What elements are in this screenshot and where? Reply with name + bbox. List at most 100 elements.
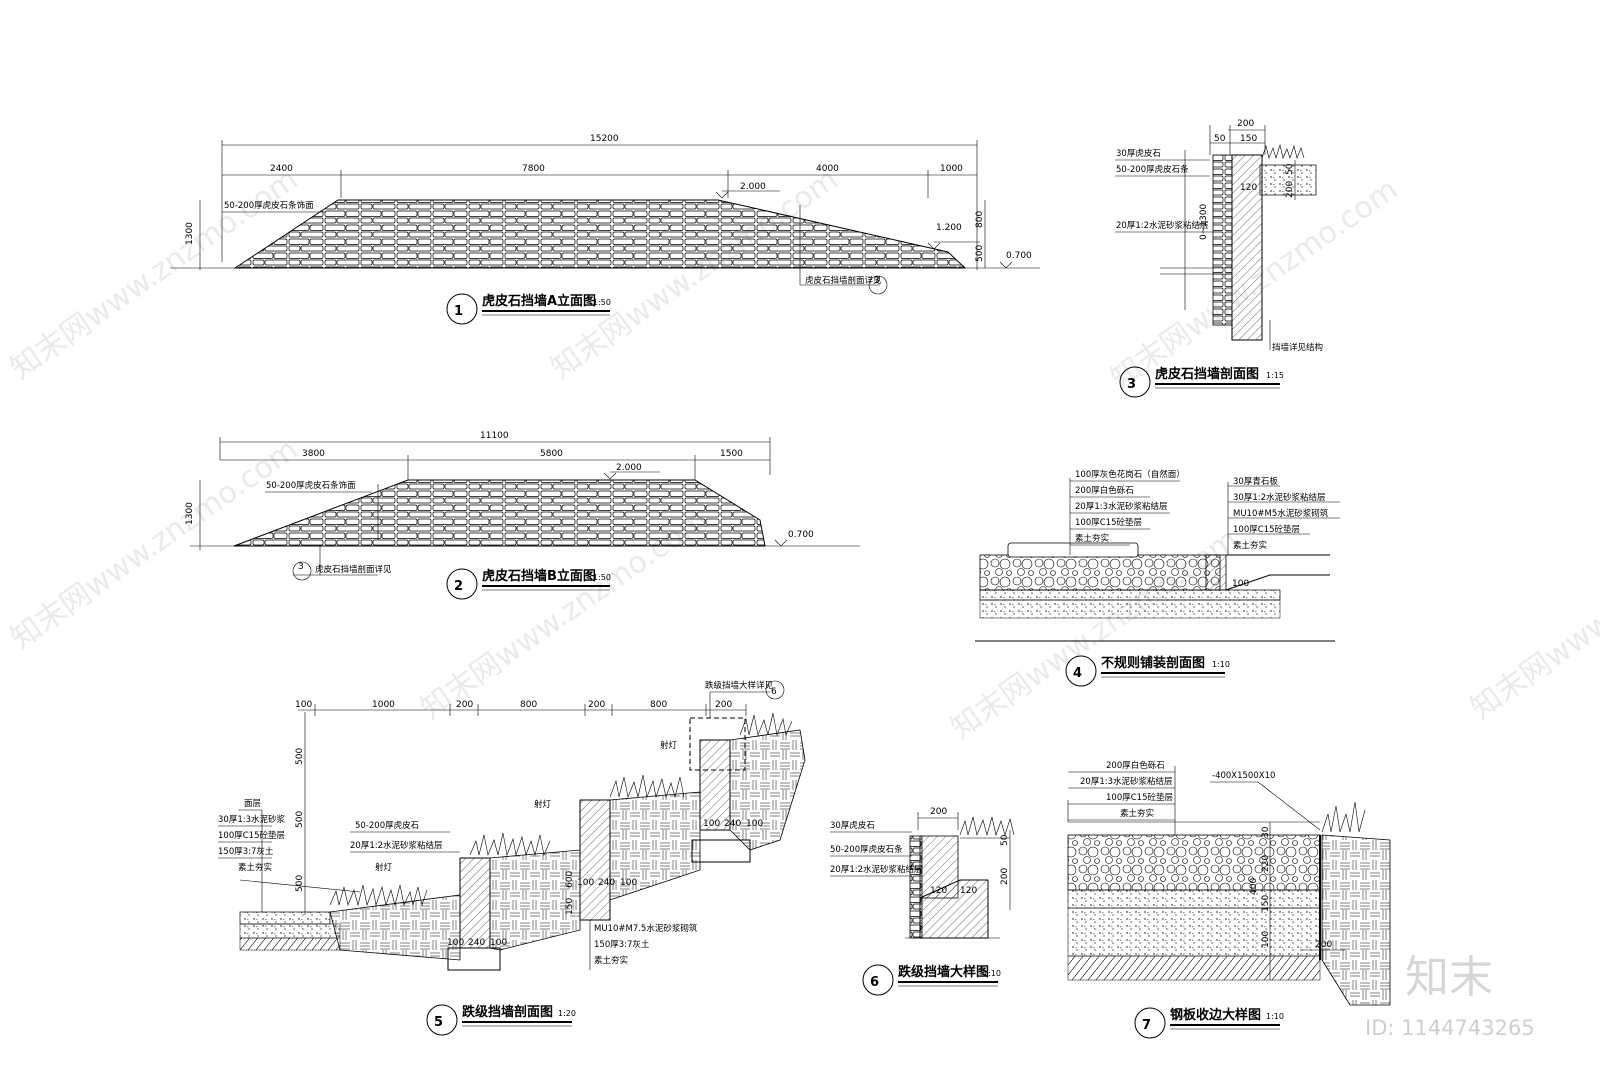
dim-top: 800 <box>520 700 537 710</box>
note: 30厚虎皮石 <box>1116 148 1161 159</box>
note: 素土夯实 <box>594 955 628 966</box>
drawing-scale: 1:20 <box>558 1009 576 1018</box>
dim: 120 <box>960 886 977 896</box>
base-dim: 100 <box>490 938 507 948</box>
note: 素土夯实 <box>1075 533 1109 544</box>
note: 150厚3:7灰土 <box>218 846 274 857</box>
drawing-number: 3 <box>1127 377 1136 392</box>
mid-dim: 150 <box>565 898 575 915</box>
note: 100厚C15砼垫层 <box>1075 517 1142 528</box>
right-dim: 800 <box>975 211 985 228</box>
drawing-number-circle <box>862 964 894 996</box>
note: MU10#M7.5水泥砂浆砌筑 <box>594 923 698 934</box>
dim-top: 50 <box>1214 134 1226 144</box>
drawing-number: 5 <box>434 1015 443 1030</box>
note: 面层 <box>244 799 261 809</box>
base-dim: 240 <box>598 878 615 888</box>
watermark-text: 知末网www.znzmo.com <box>545 162 845 387</box>
dim-top: 200 <box>588 700 605 710</box>
note: 挡墙详见结构 <box>1272 342 1323 353</box>
ref-num: 6 <box>771 687 777 697</box>
note: 20厚1:3水泥砂浆粘结层 <box>1075 501 1168 512</box>
ref-note: 跌级挡墙大样详见 <box>705 680 774 691</box>
level-mark: 2.000 <box>616 463 642 473</box>
ref-note: 虎皮石挡墙剖面详见 <box>805 275 882 286</box>
dim-top: 100 <box>295 700 312 710</box>
note: 50-200厚虎皮石条 <box>830 844 903 855</box>
dim-top: 1000 <box>372 700 395 710</box>
dim-seg: 1500 <box>720 449 743 459</box>
level-mark: 2.000 <box>740 182 766 192</box>
dim-seg: 7800 <box>522 164 545 174</box>
drawing-title: 虎皮石挡墙A立面图 <box>482 293 596 309</box>
drawing-title: 虎皮石挡墙剖面图 <box>1155 366 1259 382</box>
dim: 100 <box>1232 579 1249 589</box>
drawing-title: 不规则铺装剖面图 <box>1101 655 1205 671</box>
dim: 220 <box>1261 855 1271 872</box>
dim-seg: 4000 <box>816 164 839 174</box>
note: 50-200厚虎皮石条 <box>1116 164 1189 175</box>
drawing-number: 6 <box>870 975 879 990</box>
elevation-b: 11100 3800 5800 1500 1300 2.000 0.700 50… <box>185 431 860 600</box>
note: 20厚1:2水泥砂浆粘结层 <box>1116 220 1209 231</box>
dim-seg: 3800 <box>302 449 325 459</box>
drawing-title: 跌级挡墙大样图 <box>898 964 989 980</box>
dim-top: 200 <box>1237 119 1254 129</box>
section-3: 200 50 150 50 200 120 0~1300 30厚虎皮石 50-2… <box>1115 119 1323 398</box>
dim-top: 150 <box>1240 134 1257 144</box>
material-note: 50-200厚虎皮石条饰面 <box>224 200 314 211</box>
note: 100厚C15砼垫层 <box>1106 792 1173 803</box>
elevation-a: 15200 2400 7800 4000 1000 1300 800 500 2… <box>170 134 1040 325</box>
right-dim: 500 <box>975 245 985 262</box>
note: 200厚白色砾石 <box>1106 760 1165 771</box>
watermark-text: 知末网www.znzmo.com <box>1465 502 1600 727</box>
dim: 100 <box>1261 931 1271 948</box>
light-label: 射灯 <box>375 862 393 873</box>
dim: 150 <box>1261 895 1271 912</box>
drawing-scale: 1:15 <box>1266 371 1284 380</box>
note: 20厚1:2水泥砂浆粘结层 <box>830 864 923 875</box>
note: 100厚C15砼垫层 <box>218 830 285 841</box>
detail-7: 200厚白色砾石 20厚1:3水泥砂浆粘结层 100厚C15砼垫层 素土夯实 -… <box>1067 760 1391 1039</box>
drawing-scale: 1:10 <box>1212 660 1230 669</box>
dim: 30 <box>1261 826 1271 838</box>
brand-logo: 知末 <box>1405 952 1493 1003</box>
dim-seg: 1000 <box>940 164 963 174</box>
note: 20厚1:2水泥砂浆粘结层 <box>350 840 443 851</box>
dim-top: 200 <box>456 700 473 710</box>
drawing-number-circle <box>426 1004 458 1036</box>
note: 素土夯实 <box>1120 808 1154 819</box>
note: 100厚C15砼垫层 <box>1233 524 1300 535</box>
note: 100厚灰色花岗石（自然面） <box>1075 469 1185 480</box>
drawing-number-circle <box>1065 655 1097 687</box>
base-dim: 100 <box>746 819 763 829</box>
level-mark: 0.700 <box>788 530 814 540</box>
note: 50-200厚虎皮石 <box>355 820 419 831</box>
drawing-number-circle <box>1134 1007 1166 1039</box>
height-dim: 1300 <box>185 222 195 245</box>
side-dim: 500 <box>295 875 305 892</box>
note: 30厚虎皮石 <box>830 820 875 831</box>
drawing-number: 7 <box>1142 1018 1151 1033</box>
drawing-number-circle <box>446 293 478 325</box>
plate-label: -400X1500X10 <box>1212 771 1275 781</box>
base-dim: 100 <box>620 878 637 888</box>
side-dim: 0~1300 <box>1199 204 1209 240</box>
dim-top: 200 <box>715 700 732 710</box>
dim-total: 15200 <box>590 134 619 144</box>
note: 20厚1:3水泥砂浆粘结层 <box>1080 776 1173 787</box>
drawing-number-circle <box>1119 366 1151 398</box>
ref-num: 3 <box>298 562 304 572</box>
drawing-title: 钢板收边大样图 <box>1170 1007 1261 1023</box>
note: MU10#M5水泥砂浆砌筑 <box>1233 508 1329 519</box>
note: 30厚1:2水泥砂浆粘结层 <box>1233 492 1326 503</box>
drawing-title: 虎皮石挡墙B立面图 <box>482 568 596 584</box>
dim-top: 800 <box>650 700 667 710</box>
mid-dim: 600 <box>565 871 575 888</box>
side-dim: 200 <box>1285 181 1295 198</box>
drawing-number: 2 <box>454 579 463 594</box>
dim: 200 <box>930 807 947 817</box>
drawing-scale: 1:10 <box>983 969 1001 978</box>
dim-total: 11100 <box>480 431 509 441</box>
